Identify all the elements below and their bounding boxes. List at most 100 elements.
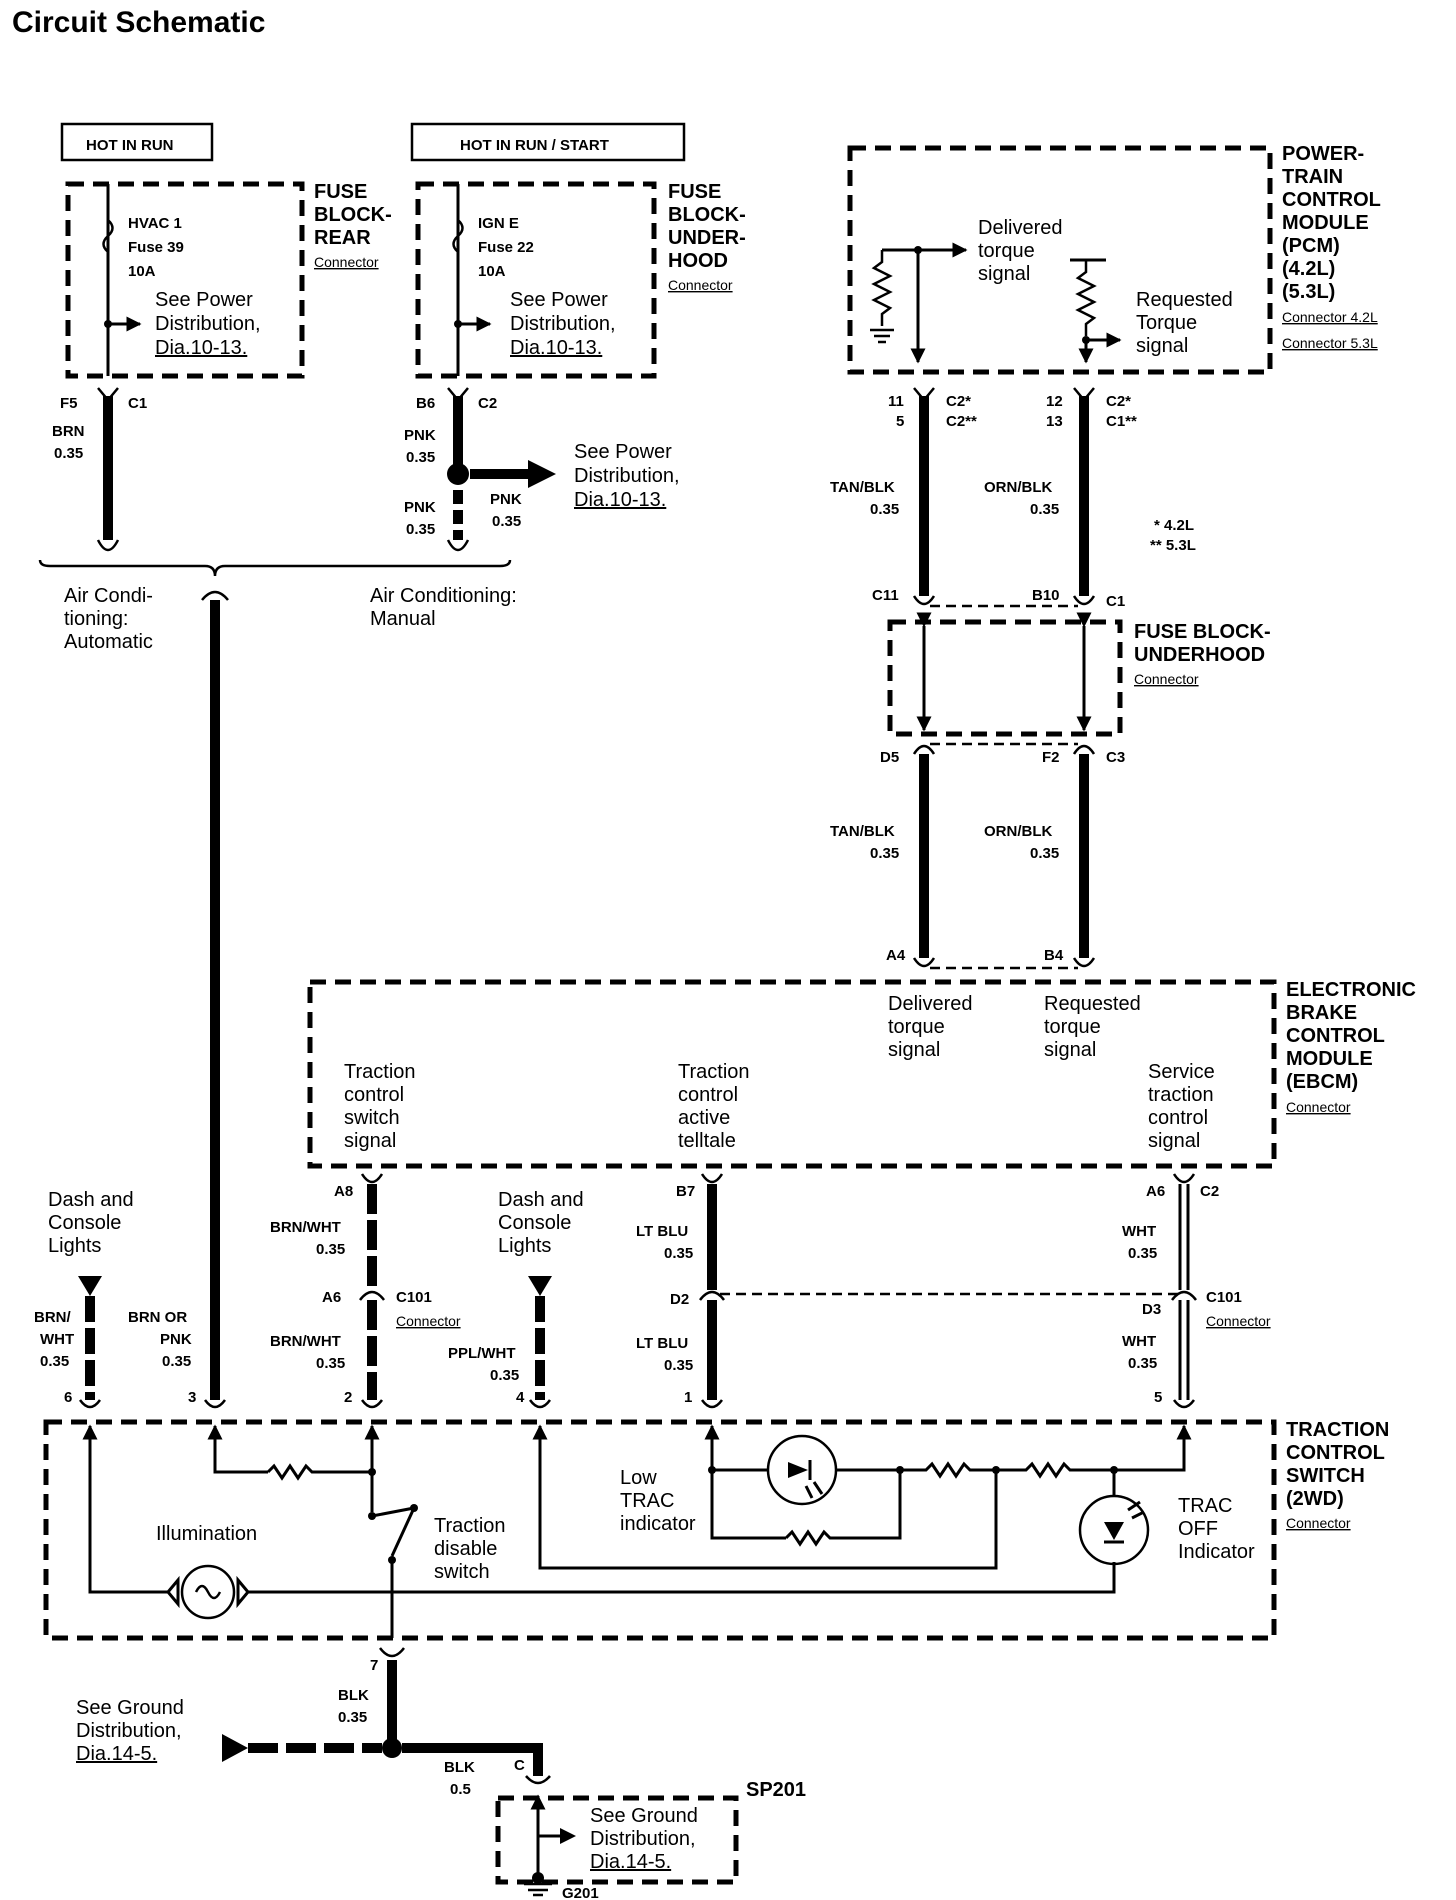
svg-text:SP201: SP201 (746, 1779, 806, 1801)
svg-text:torque: torque (888, 1016, 945, 1038)
svg-text:LT BLU: LT BLU (636, 1335, 688, 1352)
svg-text:Requested: Requested (1136, 289, 1233, 311)
svg-text:D5: D5 (880, 749, 899, 766)
traction-control-switch: TRACTION CONTROL SWITCH (2WD) Connector … (43, 1419, 1389, 1641)
svg-text:PNK: PNK (404, 427, 436, 444)
traction-disable-switch[interactable] (390, 1507, 416, 1557)
sp201-outline (495, 1795, 739, 1885)
svg-text:PNK: PNK (160, 1331, 192, 1348)
see-power-dia-link[interactable]: Dia.10-13. (155, 337, 247, 359)
svg-text:** 5.3L: ** 5.3L (1150, 537, 1196, 554)
svg-text:TRAC: TRAC (1178, 1495, 1232, 1517)
svg-text:Illumination: Illumination (156, 1523, 257, 1545)
svg-text:Air Conditioning:: Air Conditioning: (370, 585, 517, 607)
svg-text:PNK: PNK (490, 491, 522, 508)
svg-text:Lights: Lights (48, 1235, 101, 1257)
svg-text:active: active (678, 1107, 730, 1129)
hot-in-run-box (60, 122, 214, 162)
svg-text:signal: signal (1044, 1039, 1096, 1061)
svg-text:FUSE BLOCK-: FUSE BLOCK- (1134, 621, 1271, 643)
svg-text:See Power: See Power (510, 289, 608, 311)
svg-text:0.35: 0.35 (664, 1245, 693, 1262)
svg-text:Indicator: Indicator (1178, 1541, 1255, 1563)
svg-text:F2: F2 (1042, 749, 1060, 766)
svg-text:FUSE: FUSE (314, 181, 367, 203)
ebcm-outline (307, 979, 1277, 1169)
svg-text:Distribution,: Distribution, (574, 465, 680, 487)
svg-text:See Power: See Power (574, 441, 672, 463)
see-ground-dia-link-2[interactable]: Dia.14-5. (590, 1851, 671, 1873)
svg-text:0.35: 0.35 (1128, 1355, 1157, 1372)
svg-text:BRAKE: BRAKE (1286, 1002, 1357, 1024)
svg-text:0.35: 0.35 (664, 1357, 693, 1374)
hvac-fuse-line2: Fuse 39 (128, 239, 184, 256)
svg-text:C3: C3 (1106, 749, 1125, 766)
pcm-module: Delivered torque signal Requested Torque… (847, 143, 1381, 554)
svg-text:A6: A6 (1146, 1183, 1165, 1200)
svg-text:Automatic: Automatic (64, 631, 153, 653)
svg-text:Connector: Connector (1286, 1099, 1351, 1115)
svg-text:0.35: 0.35 (316, 1241, 345, 1258)
see-power-dia-link-2[interactable]: Dia.10-13. (510, 337, 602, 359)
svg-text:Service: Service (1148, 1061, 1215, 1083)
svg-text:Connector: Connector (1286, 1515, 1351, 1531)
svg-text:TRAIN: TRAIN (1282, 166, 1343, 188)
see-power-dia-link-3[interactable]: Dia.10-13. (574, 489, 666, 511)
svg-text:Console: Console (48, 1212, 121, 1234)
svg-text:indicator: indicator (620, 1513, 696, 1535)
svg-text:torque: torque (1044, 1016, 1101, 1038)
svg-text:tioning:: tioning: (64, 608, 129, 630)
fuse-symbol-ign (452, 219, 464, 253)
svg-text:Distribution,: Distribution, (155, 313, 261, 335)
svg-text:Connector: Connector (314, 254, 379, 270)
svg-text:11: 11 (888, 393, 904, 410)
svg-text:TAN/BLK: TAN/BLK (830, 479, 895, 496)
svg-text:Low: Low (620, 1467, 657, 1489)
svg-text:C11: C11 (872, 587, 899, 604)
svg-text:B6: B6 (416, 395, 435, 412)
svg-text:0.35: 0.35 (406, 449, 435, 466)
fuse-block-underhood-mid: C11 B10 C1 FUSE BLOCK- UNDERHOOD Connect… (830, 587, 1271, 970)
svg-text:BRN OR: BRN OR (128, 1309, 187, 1326)
svg-text:C1: C1 (1106, 593, 1125, 610)
page-title: Circuit Schematic (12, 6, 265, 39)
svg-text:Distribution,: Distribution, (590, 1828, 696, 1850)
svg-text:C2*: C2* (1106, 393, 1131, 410)
svg-text:0.35: 0.35 (54, 445, 83, 462)
tcs-resistor-3 (996, 1461, 1114, 1479)
svg-text:Dash and: Dash and (48, 1189, 134, 1211)
svg-text:0.35: 0.35 (490, 1367, 519, 1384)
svg-text:4: 4 (516, 1389, 525, 1406)
svg-text:BRN/WHT: BRN/WHT (270, 1219, 341, 1236)
svg-text:CONTROL: CONTROL (1282, 189, 1381, 211)
svg-text:0.35: 0.35 (40, 1353, 69, 1370)
hot-in-run-start-label: HOT IN RUN / START (460, 137, 609, 154)
svg-text:2: 2 (344, 1389, 352, 1406)
svg-text:(4.2L): (4.2L) (1282, 258, 1335, 280)
ground-section: 7 BLK 0.35 See Ground Distribution, Dia.… (76, 1647, 806, 1900)
svg-text:CONTROL: CONTROL (1286, 1442, 1385, 1464)
svg-text:MODULE: MODULE (1282, 212, 1369, 234)
tcs-resistor-1 (266, 1463, 372, 1481)
svg-text:10A: 10A (478, 263, 506, 280)
svg-text:0.35: 0.35 (338, 1709, 367, 1726)
svg-text:PNK: PNK (404, 499, 436, 516)
svg-text:Console: Console (498, 1212, 571, 1234)
svg-text:0.35: 0.35 (870, 845, 899, 862)
svg-text:Connector 5.3L: Connector 5.3L (1282, 335, 1378, 351)
svg-text:Delivered: Delivered (888, 993, 972, 1015)
svg-text:traction: traction (1148, 1084, 1214, 1106)
svg-text:Connector 4.2L: Connector 4.2L (1282, 309, 1378, 325)
svg-text:BLK: BLK (444, 1759, 475, 1776)
svg-text:switch: switch (344, 1107, 400, 1129)
svg-text:B7: B7 (676, 1183, 695, 1200)
svg-text:Distribution,: Distribution, (510, 313, 616, 335)
svg-text:Connector: Connector (1134, 671, 1199, 687)
hvac-fuse-line1: HVAC 1 (128, 215, 182, 232)
svg-text:telltale: telltale (678, 1130, 736, 1152)
svg-text:0.35: 0.35 (492, 513, 521, 530)
hot-in-run-start-box (410, 122, 686, 162)
see-ground-dia-link[interactable]: Dia.14-5. (76, 1743, 157, 1765)
svg-text:Fuse 22: Fuse 22 (478, 239, 534, 256)
